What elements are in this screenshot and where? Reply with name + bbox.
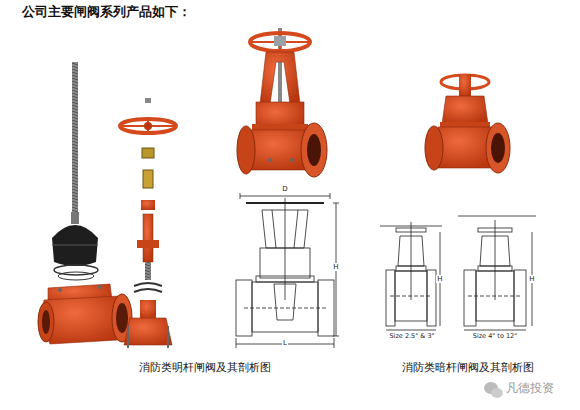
non-rising-stem-section-drawing bbox=[380, 216, 536, 330]
caption-text: 消防类暗杆闸阀及其剖析图 bbox=[402, 362, 534, 375]
watermark-icon bbox=[484, 382, 503, 398]
dimension-label: H bbox=[332, 263, 339, 271]
page-title: 公司主要闸阀系列产品如下： bbox=[22, 5, 191, 20]
watermark: 凡德投资 bbox=[506, 382, 554, 396]
dimension-label: H bbox=[436, 275, 443, 283]
size-label: Size 2.5" & 3" bbox=[388, 333, 435, 340]
rising-stem-valve bbox=[237, 28, 327, 177]
rising-stem-section-drawing bbox=[236, 193, 339, 348]
size-label: Size 4" to 12" bbox=[472, 333, 518, 340]
exploded-stem-column bbox=[38, 62, 132, 344]
non-rising-stem-valve bbox=[425, 74, 510, 173]
dimension-label: H bbox=[528, 275, 535, 283]
dimension-label: L bbox=[282, 339, 288, 347]
exploded-handwheel-column bbox=[120, 98, 176, 348]
caption-text: 消防类明杆闸阀及其剖析图 bbox=[139, 362, 271, 375]
dimension-label: D bbox=[281, 185, 288, 193]
